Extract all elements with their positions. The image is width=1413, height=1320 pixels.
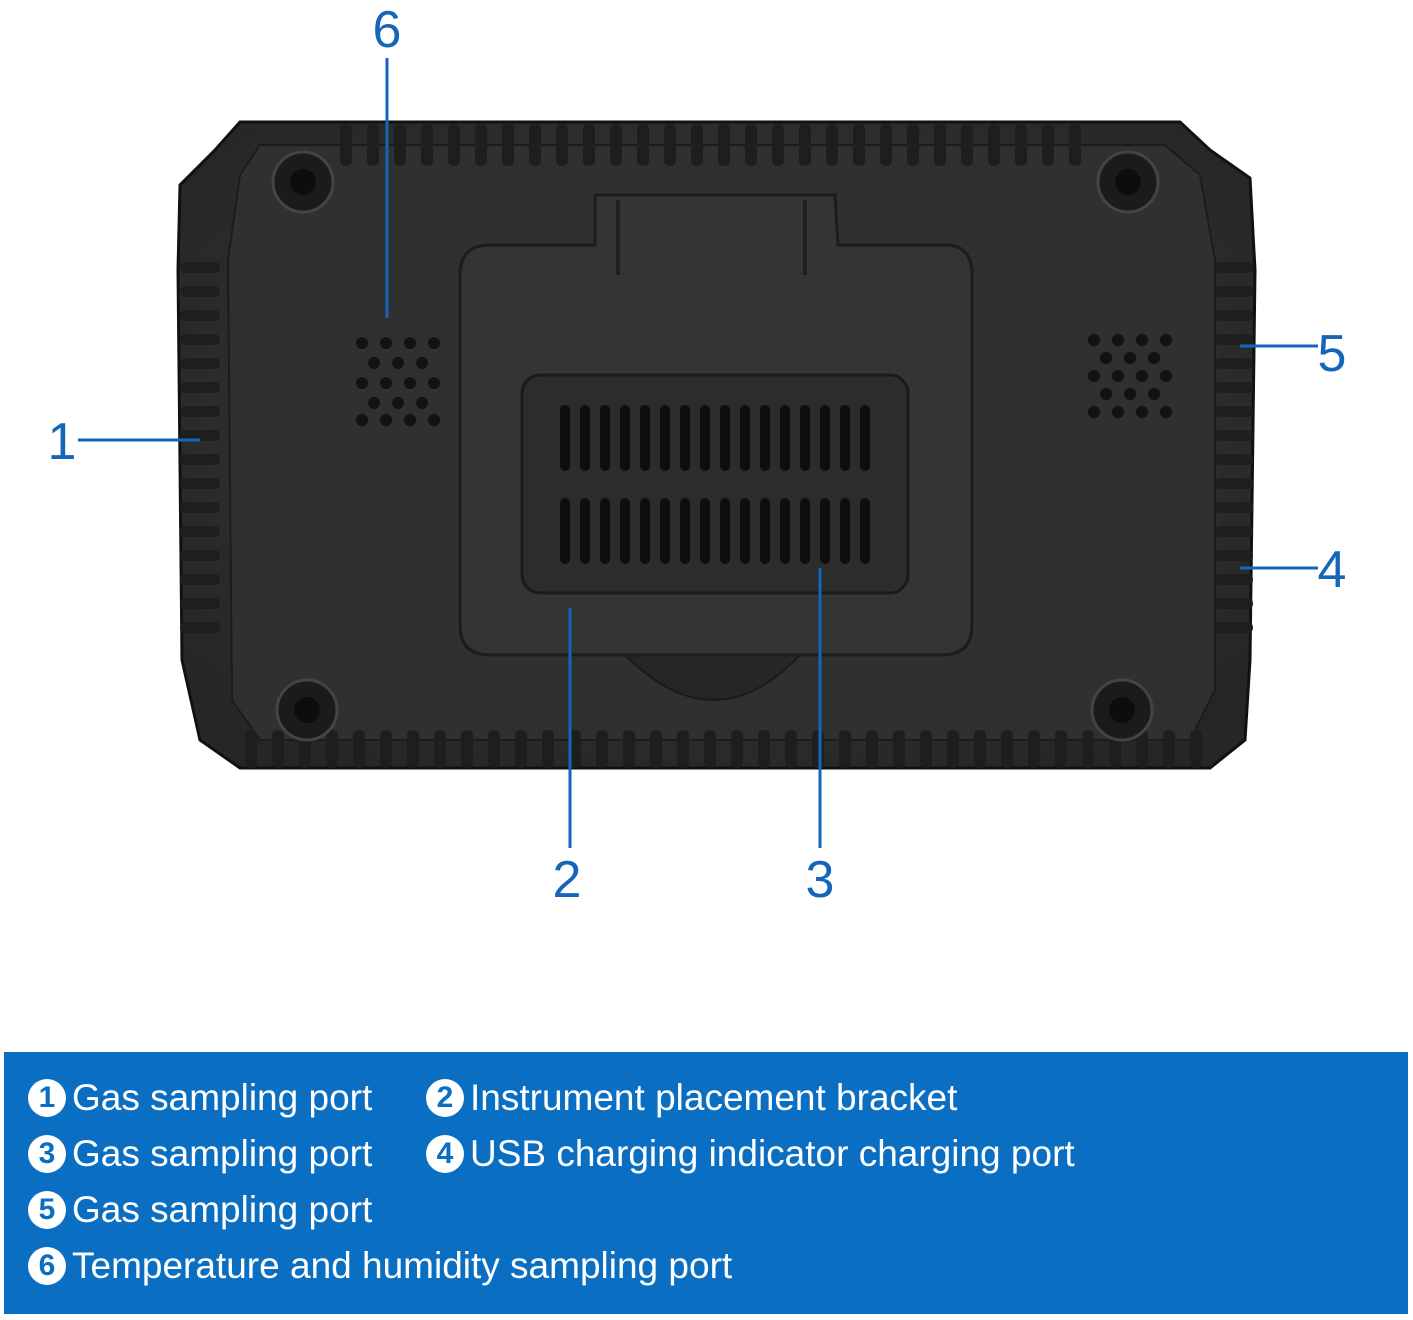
top-grip-ribs xyxy=(340,124,1081,166)
number-badge: 1 xyxy=(28,1079,66,1117)
right-grip-ribs xyxy=(1215,262,1253,633)
leader-lines xyxy=(78,58,1318,848)
device-back-illustration xyxy=(78,58,1318,848)
legend-item-2: 2 Instrument placement bracket xyxy=(426,1077,957,1119)
legend-item-4: 4 USB charging indicator charging port xyxy=(426,1133,1075,1175)
temperature-humidity-port-grille xyxy=(356,337,440,426)
legend-row: 3 Gas sampling port 4 USB charging indic… xyxy=(28,1126,1408,1182)
callout-6: 6 xyxy=(372,1,402,59)
legend-row: 1 Gas sampling port 2 Instrument placeme… xyxy=(28,1070,1408,1126)
gas-sampling-vent xyxy=(560,405,870,564)
gas-sampling-port-grille xyxy=(1088,334,1172,418)
legend-item-6: 6 Temperature and humidity sampling port xyxy=(28,1245,732,1287)
callout-1: 1 xyxy=(47,413,77,471)
legend-row: 5 Gas sampling port xyxy=(28,1182,1408,1238)
device-diagram: 1 2 3 4 5 6 xyxy=(47,1,1347,909)
number-badge: 6 xyxy=(28,1247,66,1285)
number-badge: 4 xyxy=(426,1135,464,1173)
legend-item-1: 1 Gas sampling port xyxy=(28,1077,426,1119)
legend-panel: 1 Gas sampling port 2 Instrument placeme… xyxy=(4,1052,1408,1314)
bottom-grip-ribs xyxy=(245,730,1202,768)
number-badge: 5 xyxy=(28,1191,66,1229)
legend-text: Gas sampling port xyxy=(72,1189,373,1230)
legend-text: Gas sampling port xyxy=(72,1077,373,1118)
legend-item-5: 5 Gas sampling port xyxy=(28,1189,426,1231)
callout-5: 5 xyxy=(1317,325,1347,383)
legend-text: USB charging indicator charging port xyxy=(470,1133,1075,1174)
legend-item-3: 3 Gas sampling port xyxy=(28,1133,426,1175)
callout-2: 2 xyxy=(552,851,582,909)
left-grip-ribs xyxy=(180,262,220,633)
number-badge: 3 xyxy=(28,1135,66,1173)
legend-row: 6 Temperature and humidity sampling port xyxy=(28,1238,1408,1294)
placement-bracket xyxy=(458,193,974,701)
callout-3: 3 xyxy=(805,851,835,909)
callout-4: 4 xyxy=(1317,541,1347,599)
legend-text: Gas sampling port xyxy=(72,1133,373,1174)
legend-text: Instrument placement bracket xyxy=(470,1077,958,1118)
legend-text: Temperature and humidity sampling port xyxy=(72,1245,733,1286)
screw-holes xyxy=(271,150,1160,742)
number-badge: 2 xyxy=(426,1079,464,1117)
